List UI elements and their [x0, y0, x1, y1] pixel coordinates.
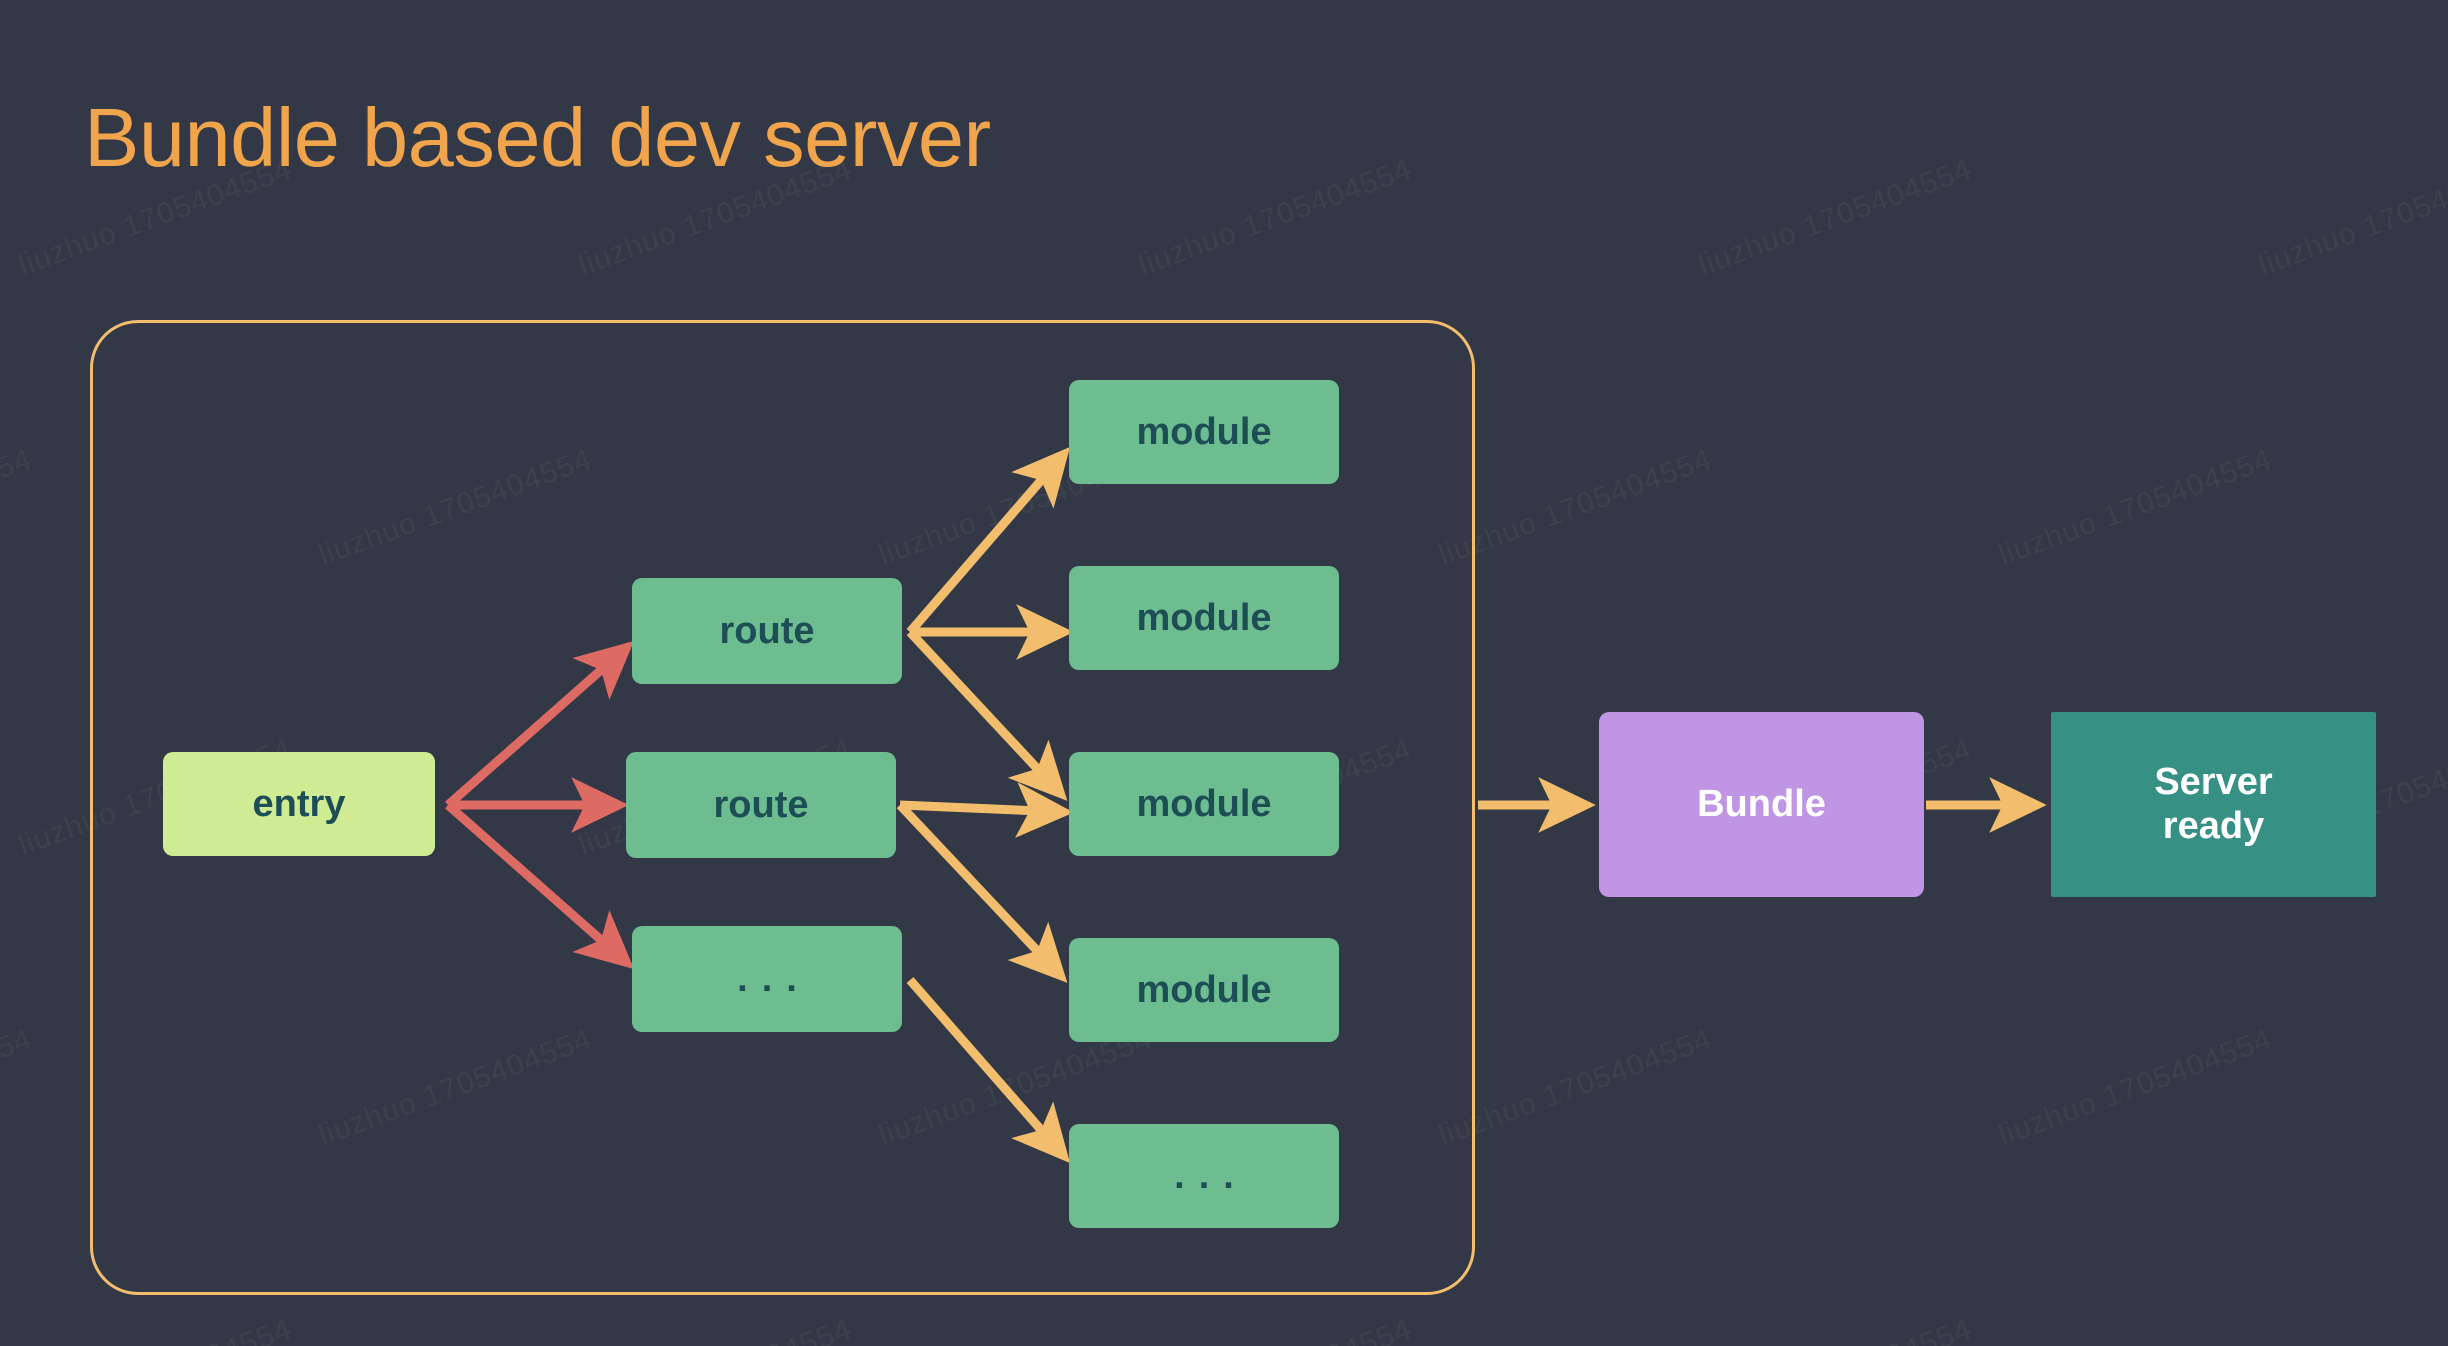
node-bundle[interactable]: Bundle — [1599, 712, 1924, 897]
node-entry-label: entry — [252, 782, 346, 825]
edge-route3-to-module5 — [906, 977, 1071, 1164]
page-title: Bundle based dev server — [84, 91, 991, 184]
node-module-3[interactable]: module — [1069, 752, 1339, 856]
node-module-2-label: module — [1136, 596, 1272, 639]
node-route-2-label: route — [713, 783, 809, 826]
node-module-1[interactable]: module — [1069, 380, 1339, 484]
bundle-scope-container — [90, 320, 1475, 1295]
node-server-ready-label-line2: ready — [2162, 804, 2265, 847]
node-module-2[interactable]: module — [1069, 566, 1339, 670]
node-route-1[interactable]: route — [632, 578, 902, 684]
node-server-ready-label-line1: Server — [2154, 760, 2273, 803]
node-module-4[interactable]: module — [1069, 938, 1339, 1042]
node-route-3-label: ... — [737, 957, 811, 1000]
node-module-5[interactable]: ... — [1069, 1124, 1339, 1228]
node-entry[interactable]: entry — [163, 752, 435, 856]
node-route-2[interactable]: route — [626, 752, 896, 858]
node-route-3[interactable]: ... — [632, 926, 902, 1032]
node-module-3-label: module — [1136, 782, 1272, 825]
edge-route1-to-modules — [906, 446, 1074, 801]
node-server-ready[interactable]: Server ready — [2051, 712, 2376, 897]
node-module-1-label: module — [1136, 410, 1272, 453]
node-module-5-label: ... — [1174, 1154, 1248, 1197]
node-route-1-label: route — [719, 609, 815, 652]
edge-entry-to-routes — [445, 640, 635, 970]
edge-route2-to-modules — [896, 782, 1074, 983]
node-bundle-label: Bundle — [1697, 783, 1826, 825]
node-module-4-label: module — [1136, 968, 1272, 1011]
